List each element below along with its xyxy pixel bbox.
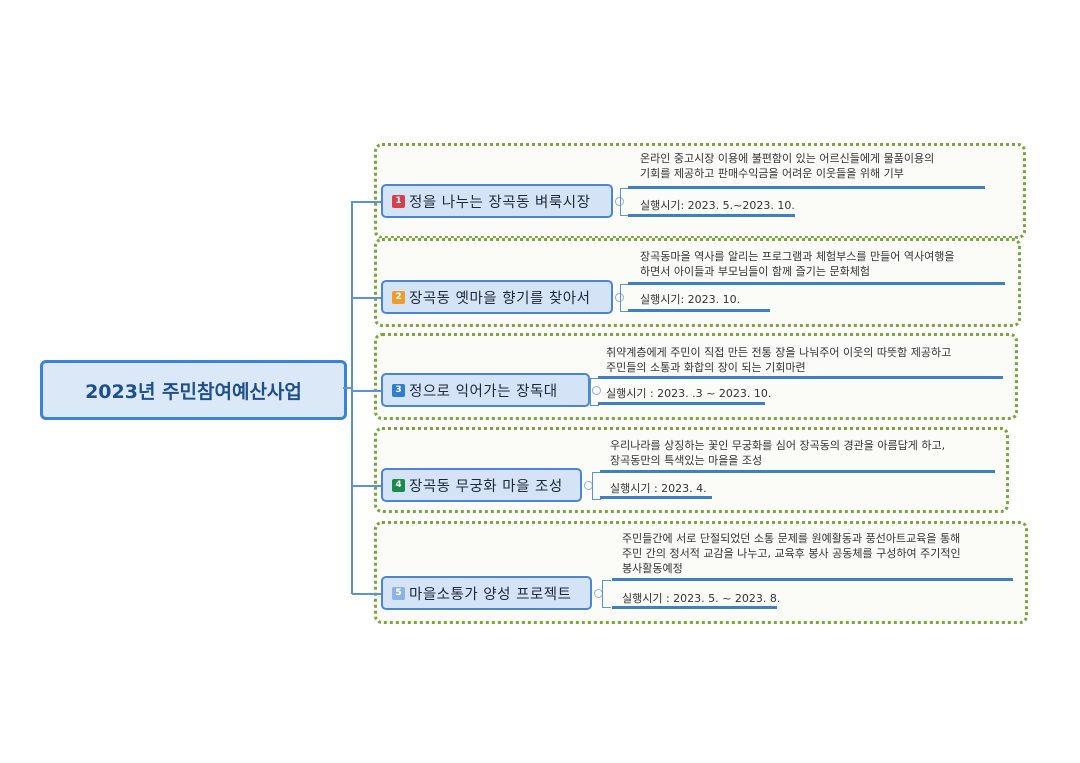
branch-title: 마을소통가 양성 프로젝트 — [409, 586, 572, 603]
description-line: 기회를 제공하고 판매수익금을 어려운 이웃들을 위해 기부 — [640, 167, 904, 180]
description-underline — [628, 282, 1005, 285]
collapse-toggle-icon[interactable] — [615, 197, 624, 206]
number-badge-icon: 1 — [392, 194, 405, 208]
branch-title: 장곡동 무궁화 마을 조성 — [409, 478, 563, 495]
branch-topic-4[interactable]: 4 장곡동 무궁화 마을 조성 — [381, 468, 582, 502]
description-underline — [600, 470, 995, 473]
branch-title: 정으로 익어가는 장독대 — [409, 383, 558, 400]
branch-connector — [352, 485, 382, 487]
description-line: 봉사활동예정 — [622, 562, 683, 575]
branch-topic-1[interactable]: 1 정을 나누는 장곡동 벼룩시장 — [381, 184, 613, 218]
subtopic-bracket — [620, 284, 629, 312]
connector-trunk — [351, 201, 353, 594]
description-line: 장곡동마을 역사를 알리는 프로그램과 체험부스를 만들어 역사여행을 — [640, 250, 955, 263]
subtopic-bracket — [602, 580, 611, 608]
branch-topic-5[interactable]: 5 마을소통가 양성 프로젝트 — [381, 576, 592, 610]
number-badge-icon: 5 — [392, 586, 405, 600]
description-line: 주민들의 소통과 화합의 장이 되는 기회마련 — [606, 361, 806, 374]
date-underline — [628, 214, 795, 217]
number-badge-icon: 3 — [392, 383, 405, 397]
branch-topic-3[interactable]: 3 정으로 익어가는 장독대 — [381, 373, 590, 407]
description-line: 장곡동만의 특색있는 마을을 조성 — [610, 454, 763, 467]
description-line: 주민 간의 정서적 교감을 나누고, 교육후 봉사 공동체를 구성하여 주기적인 — [622, 547, 961, 560]
branch-connector — [352, 593, 382, 595]
subtopic-bracket — [620, 188, 629, 216]
description-line: 온라인 중고시장 이용에 불편함이 있는 어르신들에게 물품이용의 — [640, 152, 935, 165]
date-underline — [612, 606, 777, 609]
branch-connector — [352, 390, 382, 392]
subtopic-bracket — [590, 378, 599, 406]
branch-connector — [352, 201, 382, 203]
description-line: 하면서 아이들과 부모님들이 함께 즐기는 문화체험 — [640, 265, 871, 278]
branch-title: 장곡동 옛마을 향기를 찾아서 — [409, 290, 591, 307]
collapse-toggle-icon[interactable] — [592, 386, 601, 395]
schedule-date: 실행시기 : 2023. .3 ~ 2023. 10. — [606, 387, 772, 400]
schedule-date: 실행시기 : 2023. 5. ~ 2023. 8. — [622, 592, 781, 605]
number-badge-icon: 4 — [392, 478, 405, 492]
description-line: 취약계층에게 주민이 직접 만든 전통 장을 나눠주어 이웃의 따뜻함 제공하고 — [606, 346, 952, 359]
date-underline — [600, 496, 712, 499]
root-title: 2023년 주민참여예산사업 — [85, 380, 302, 403]
description: 우리나라를 상징하는 꽃인 무궁화를 심어 장곡동의 경관을 아름답게 하고, 장… — [610, 438, 945, 468]
description-line: 우리나라를 상징하는 꽃인 무궁화를 심어 장곡동의 경관을 아름답게 하고, — [610, 439, 946, 452]
description-underline — [628, 186, 985, 189]
branch-topic-2[interactable]: 2 장곡동 옛마을 향기를 찾아서 — [381, 280, 613, 314]
description-underline — [598, 376, 1003, 379]
subtopic-bracket — [592, 472, 601, 500]
number-badge-icon: 2 — [392, 290, 405, 304]
description-line: 주민들간에 서로 단절되었던 소통 문제를 원예활동과 풍선아트교육을 통해 — [622, 532, 961, 545]
branch-connector — [352, 297, 382, 299]
root-topic[interactable]: 2023년 주민참여예산사업 — [40, 360, 347, 420]
description: 취약계층에게 주민이 직접 만든 전통 장을 나눠주어 이웃의 따뜻함 제공하고… — [606, 345, 951, 375]
date-underline — [598, 402, 765, 405]
collapse-toggle-icon[interactable] — [615, 293, 624, 302]
branch-title: 정을 나누는 장곡동 벼룩시장 — [409, 194, 591, 211]
connector — [343, 387, 352, 389]
description-underline — [612, 578, 1013, 581]
schedule-date: 실행시기: 2023. 5.~2023. 10. — [640, 199, 795, 212]
schedule-date: 실행시기: 2023. 10. — [640, 293, 741, 306]
date-underline — [628, 309, 770, 312]
schedule-date: 실행시기 : 2023. 4. — [610, 482, 707, 495]
